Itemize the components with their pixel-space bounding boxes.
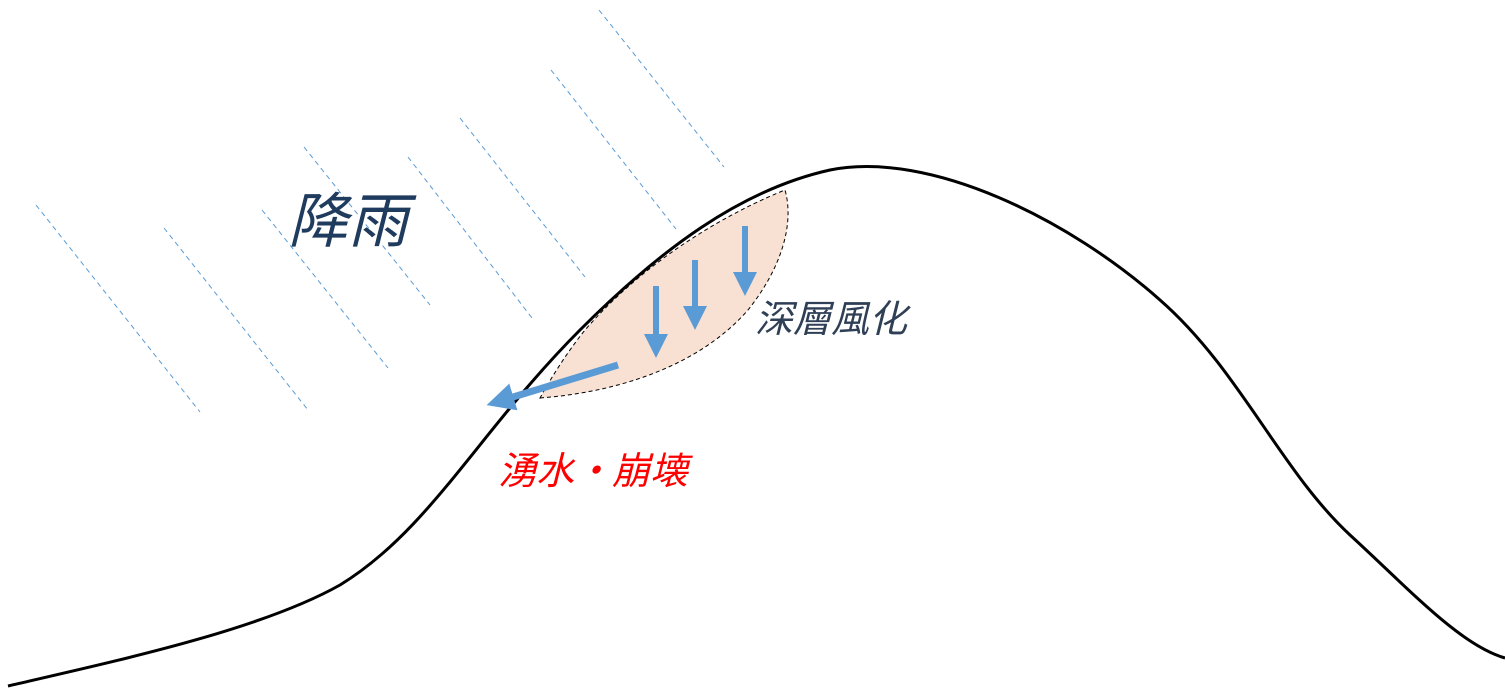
infiltration-arrows [644, 226, 757, 358]
rain-line [407, 156, 533, 319]
outflow-arrow [486, 361, 620, 411]
deep-weathering-label: 深層風化 [755, 297, 908, 341]
rain-line [303, 146, 431, 306]
rain-line [35, 204, 201, 413]
rain-line [459, 117, 586, 278]
rain-line [550, 69, 677, 230]
spring-collapse-label: 湧水・崩壊 [498, 449, 689, 493]
rain-label: 降雨 [288, 187, 408, 257]
rain-lines [35, 9, 725, 413]
rain-line [163, 227, 309, 411]
deep-weathering-zone [539, 189, 789, 399]
rain-line [261, 209, 389, 369]
terrain-profile [7, 165, 1505, 688]
rain-line [598, 9, 725, 168]
